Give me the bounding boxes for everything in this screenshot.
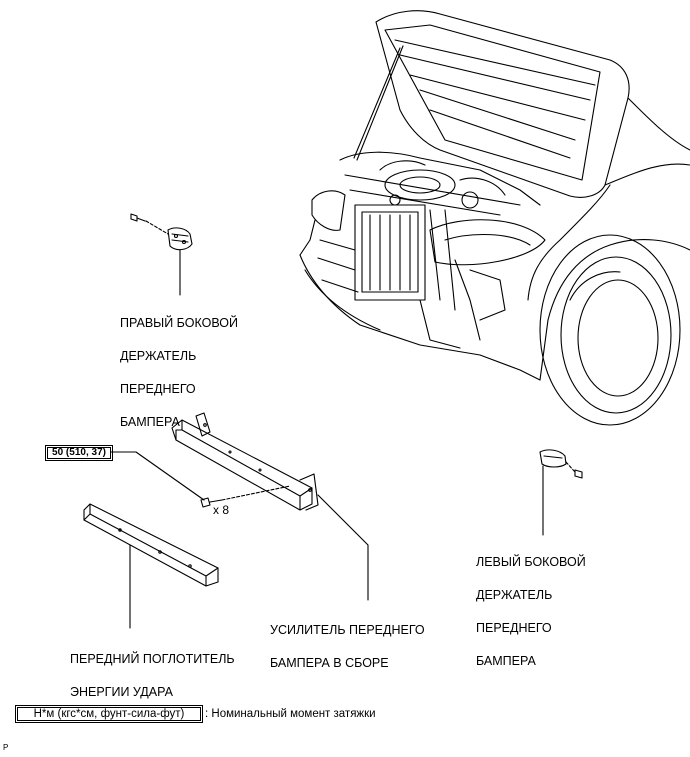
legend-description: : Номинальный момент затяжки [205, 708, 376, 720]
right-bracket-illustration [130, 213, 193, 296]
label-line: ДЕРЖАТЕЛЬ [476, 587, 553, 602]
torque-value-box: 50 (510, 37) [45, 445, 113, 461]
label-line: БАМПЕРА [476, 653, 536, 668]
right-bracket-label: ПРАВЫЙ БОКОВОЙ ДЕРЖАТЕЛЬ ПЕРЕДНЕГО БАМПЕ… [120, 298, 238, 447]
label-line: ДЕРЖАТЕЛЬ [120, 348, 197, 363]
left-bracket-label: ЛЕВЫЙ БОКОВОЙ ДЕРЖАТЕЛЬ ПЕРЕДНЕГО БАМПЕР… [476, 537, 586, 686]
label-line: БАМПЕРА [120, 414, 180, 429]
reinforcement-illustration [171, 412, 369, 601]
label-line: ЭНЕРГИИ УДАРА [70, 684, 173, 699]
label-line: ПЕРЕДНЕГО [476, 620, 552, 635]
bolt-quantity: x 8 [213, 503, 230, 517]
absorber-illustration [83, 503, 219, 629]
label-line: ЛЕВЫЙ БОКОВОЙ [476, 554, 586, 569]
label-line: ПРАВЫЙ БОКОВОЙ [120, 315, 238, 330]
reinforcement-label: УСИЛИТЕЛЬ ПЕРЕДНЕГО БАМПЕРА В СБОРЕ [270, 605, 425, 688]
label-line: ПЕРЕДНИЙ ПОГЛОТИТЕЛЬ [70, 651, 235, 666]
legend-units: Н*м (кгс*см, фунт-сила-фут) [33, 708, 185, 720]
bolt-illustration [110, 451, 291, 508]
legend-units-box: Н*м (кгс*см, фунт-сила-фут) [15, 705, 203, 723]
torque-value: 50 (510, 37) [52, 447, 106, 458]
car-front-illustration [299, 10, 690, 426]
label-line: УСИЛИТЕЛЬ ПЕРЕДНЕГО [270, 622, 425, 637]
corner-mark: P [3, 743, 9, 752]
label-line: БАМПЕРА В СБОРЕ [270, 655, 389, 670]
label-line: ПЕРЕДНЕГО [120, 381, 196, 396]
absorber-label: ПЕРЕДНИЙ ПОГЛОТИТЕЛЬ ЭНЕРГИИ УДАРА [70, 634, 235, 717]
left-bracket-illustration [539, 449, 583, 536]
